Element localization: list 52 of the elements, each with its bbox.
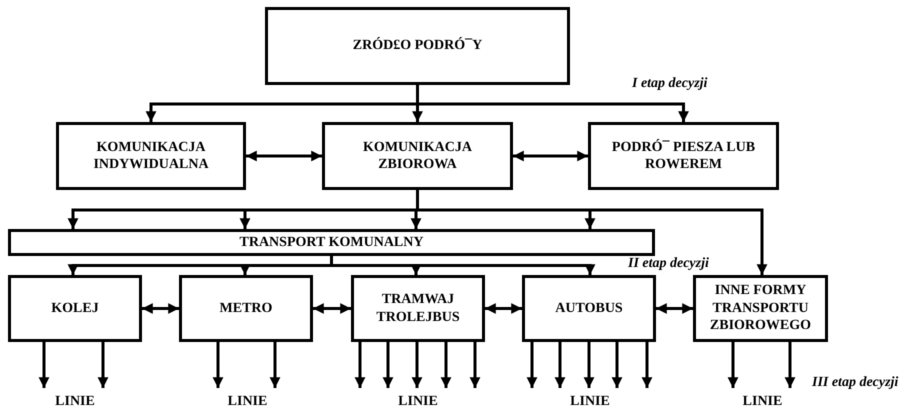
box-label: AUTOBUS [555,300,623,318]
process-box [588,122,779,190]
arrow [612,342,622,388]
box-label: TRANSPORT KOMUNALNY [240,234,424,252]
box-label: KOMUNIKACJA INDYWIDUALNA [92,138,210,174]
box-label: ZRÓD£O PODRÓ¯Y [352,37,482,55]
arrow [412,342,422,388]
process-box [179,275,313,342]
box-label: KOMUNIKACJA ZBIOROWA [362,138,473,174]
stage-note: II etap decyzji [628,256,709,272]
process-box [351,275,485,342]
arrow [642,342,652,388]
process-box [322,122,513,190]
stage-note: III etap decyzji [812,375,898,391]
arrow [513,150,588,162]
arrow [526,342,538,388]
box-label: INNE FORMY TRANSPORTU ZBIOROWEGO [708,282,812,335]
arrow [416,85,689,122]
process-box [56,122,246,190]
arrow [313,303,351,314]
stage-note: I etap decyzji [632,76,708,92]
process-box [522,275,656,342]
arrow [382,342,394,388]
arrow [485,303,522,314]
arrow [270,342,280,388]
arrow [212,342,224,388]
output-label: LINIE [55,392,95,410]
arrow [142,303,179,314]
output-label: LINIE [742,392,782,410]
process-box [265,7,570,85]
arrow [470,342,480,388]
arrow [656,303,693,314]
arrow [784,342,796,388]
box-label: TRAMWAJ TROLEJBUS [375,291,461,326]
process-box [693,275,828,342]
arrow [98,342,108,388]
arrow [554,342,566,388]
output-label: LINIE [570,392,610,410]
box-label: KOLEJ [51,300,99,318]
arrow [416,190,768,275]
arrow [354,342,366,388]
box-label: METRO [220,300,272,318]
arrow [728,342,738,388]
arrow [38,342,50,388]
output-label: LINIE [398,392,438,410]
box-label: PODRÓ¯ PIESZA LUB ROWEREM [610,138,756,174]
arrow [246,150,322,162]
process-box [8,275,142,342]
arrow [440,342,452,388]
arrow [584,342,594,388]
process-box [8,229,655,256]
output-label: LINIE [228,392,268,410]
